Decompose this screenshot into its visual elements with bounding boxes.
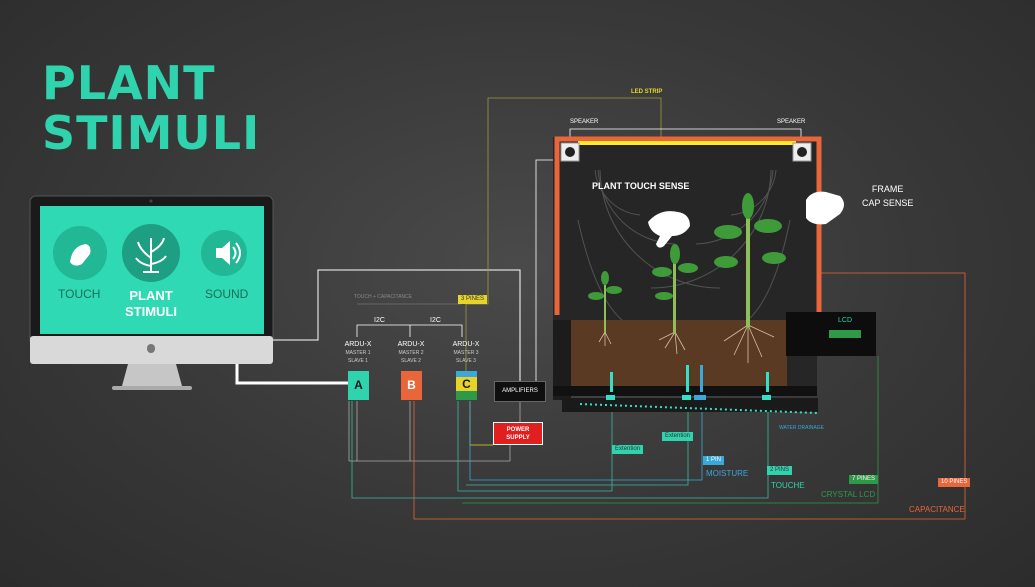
frame-cap-sense-label: FRAME CAP SENSE bbox=[862, 182, 913, 210]
capacitance-label: CAPACITANCE bbox=[909, 505, 965, 514]
board-b: B bbox=[401, 371, 422, 400]
i2c-label-1: I2C bbox=[374, 317, 385, 324]
board-b-role1: MASTER 2 bbox=[398, 350, 424, 356]
board-c-header: ARDU-X MASTER 3 SLAVE 3 bbox=[443, 341, 489, 365]
plant-large bbox=[714, 193, 786, 327]
board-c: C bbox=[456, 371, 477, 400]
speaker-right-label: SPEAKER bbox=[777, 119, 806, 125]
board-b-header: ARDU-X MASTER 2 SLAVE 2 bbox=[388, 341, 434, 365]
board-a: A bbox=[348, 371, 369, 400]
touch-hand-icon bbox=[648, 211, 690, 248]
touch-capacitance-label: TOUCH + CAPACITANCE bbox=[353, 294, 413, 300]
monitor-touch-label: TOUCH bbox=[58, 287, 101, 301]
monitor-sound-label: SOUND bbox=[205, 287, 249, 301]
plant-medium bbox=[652, 244, 698, 334]
extension-tag-2: Extention bbox=[662, 432, 694, 441]
board-b-name: ARDU-X bbox=[397, 341, 425, 348]
pines-10-tag: 10 PINES bbox=[938, 478, 971, 487]
board-c-role2: SLAVE 3 bbox=[456, 358, 476, 364]
grow-frame bbox=[553, 136, 876, 414]
amplifiers-box: AMPLIFIERS bbox=[494, 381, 546, 402]
plant-touch-sense-label: PLANT TOUCH SENSE bbox=[592, 181, 690, 191]
page-title: PLANT STIMULI bbox=[42, 58, 260, 158]
board-c-letter: C bbox=[456, 377, 477, 391]
apple-logo-icon bbox=[147, 344, 155, 353]
crystal-lcd-label: CRYSTAL LCD bbox=[821, 490, 876, 499]
monitor-plant-line-1: PLANT bbox=[129, 288, 173, 303]
frame-label-line-2: CAP SENSE bbox=[862, 198, 914, 208]
monitor-plant-line-2: STIMULI bbox=[125, 304, 177, 319]
speaker-left-label: SPEAKER bbox=[570, 119, 599, 125]
board-b-role2: SLAVE 2 bbox=[401, 358, 421, 364]
title-line-1: PLANT bbox=[42, 56, 216, 110]
pins-2-tag: 2 PINS bbox=[767, 466, 793, 475]
power-supply-line-2: SUPPLY bbox=[506, 435, 530, 441]
lcd-label: LCD bbox=[838, 317, 853, 324]
pin-1-tag: 1 PIN bbox=[703, 456, 725, 465]
board-a-role1: MASTER 1 bbox=[345, 350, 371, 356]
moisture-label: MOISTURE bbox=[706, 469, 749, 478]
touche-label: TOUCHE bbox=[771, 481, 805, 490]
pines-3-tag: 3 PINES bbox=[458, 295, 488, 304]
board-a-header: ARDU-X MASTER 1 SLAVE 1 bbox=[335, 341, 381, 365]
frame-hand-icon bbox=[806, 191, 844, 225]
pines-7-tag: 7 PINES bbox=[849, 475, 879, 484]
board-a-role2: SLAVE 1 bbox=[348, 358, 368, 364]
power-supply-line-1: POWER bbox=[506, 427, 530, 433]
frame-label-line-1: FRAME bbox=[871, 184, 904, 194]
title-line-2: STIMULI bbox=[42, 106, 261, 160]
board-a-name: ARDU-X bbox=[344, 341, 372, 348]
water-drainage-label: WATER DRAINAGE bbox=[779, 425, 825, 431]
monitor-plant-label: PLANT STIMULI bbox=[116, 288, 186, 320]
extension-tag-1: Extention bbox=[612, 445, 644, 454]
i2c-label-2: I2C bbox=[430, 317, 441, 324]
led-strip-label: LED STRIP bbox=[631, 89, 663, 95]
power-supply-box: POWER SUPPLY bbox=[493, 422, 543, 445]
board-c-role1: MASTER 3 bbox=[453, 350, 479, 356]
board-c-name: ARDU-X bbox=[452, 341, 480, 348]
plant-small bbox=[588, 271, 622, 333]
